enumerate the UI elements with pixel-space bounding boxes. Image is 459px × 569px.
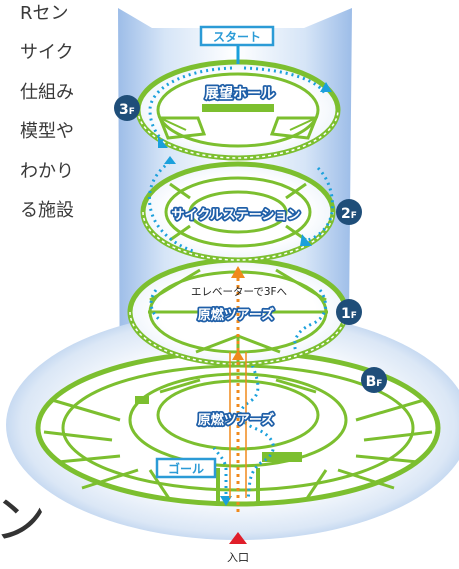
svg-text:BF: BF [366, 374, 383, 390]
bf-block-left [135, 396, 149, 404]
tour-1f-label: 原燃ツアーズ [198, 307, 275, 323]
route-1f [293, 289, 328, 353]
route-1f-left [149, 289, 161, 322]
route-2f-arrow-left [164, 156, 176, 164]
floor-badge-3f: 3F [114, 95, 140, 121]
svg-text:2F: 2F [341, 206, 357, 222]
side-text-line-1: Rセン [20, 3, 69, 24]
tour-bf-label: 原燃ツアーズ [198, 412, 275, 428]
route-2f-arrow [300, 234, 312, 246]
side-text-line-2: サイク [20, 42, 74, 63]
elevator-note: エレベーターで3Fへ [191, 286, 287, 298]
route-3f [148, 66, 233, 144]
3f-center-block [202, 104, 274, 112]
elevator-arrow-mid [232, 350, 244, 360]
station-2f-label: サイクルステーション [171, 208, 300, 223]
route-bf-left [212, 447, 228, 500]
goal-box [155, 457, 217, 479]
floor-badge-1f: 1F [336, 299, 362, 325]
side-text-line-5: わかり [20, 161, 74, 182]
route-3f-arrow-right [320, 82, 332, 92]
floor-badge-2f: 2F [336, 199, 362, 225]
entrance-marker-icon [229, 532, 247, 544]
elevator-arrow-up [231, 266, 245, 278]
bf-block-right [262, 452, 302, 462]
floor-badge-bf: BF [361, 367, 387, 393]
route-bf-arrow-goal [220, 496, 232, 506]
route-2f-left [147, 160, 197, 254]
start-label: スタート [213, 30, 261, 44]
side-text-line-3: 仕組み [20, 82, 74, 103]
goal-label: ゴール [168, 461, 204, 476]
hall-3f-label: 展望ホール [205, 85, 275, 102]
2f-dashed-ring [142, 211, 334, 261]
svg-text:1F: 1F [341, 306, 357, 322]
entrance-label: 入口 [227, 551, 249, 564]
svg-text:3F: 3F [119, 102, 135, 118]
bottom-glyph: ン [0, 491, 47, 551]
side-text-line-4: 模型や [20, 121, 74, 142]
start-box [199, 25, 275, 47]
route-3f-arrow-left [158, 136, 168, 148]
floor-2f [140, 161, 336, 263]
route-3f-right [243, 66, 328, 97]
3f-dashed-ring [137, 109, 339, 159]
side-text-line-6: る施設 [20, 200, 74, 221]
